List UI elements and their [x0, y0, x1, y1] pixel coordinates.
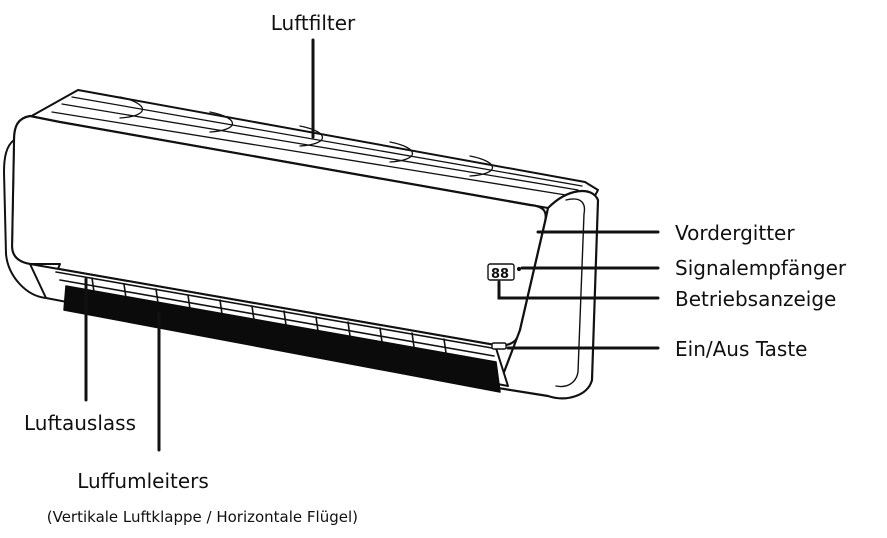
label-air-deflector-detail: (Vertikale Luftklappe / Horizontale Flüg… — [47, 508, 358, 526]
on-off-button-shape — [491, 342, 507, 350]
right-side-cap — [496, 189, 600, 400]
indoor-unit-illustration: 88 — [3, 89, 600, 400]
leader-lines — [84, 38, 660, 452]
label-front-grille: Vordergitter — [675, 221, 795, 245]
label-signal-receiver: Signalempfänger — [675, 256, 847, 280]
label-on-off-button: Ein/Aus Taste — [675, 337, 807, 361]
label-air-deflector: Luffumleiters — [77, 469, 209, 493]
display-window — [487, 263, 515, 281]
filter-mesh — [51, 96, 583, 197]
louvre-slats — [55, 271, 495, 357]
labels: Luftfilter Vordergitter Signalempfänger … — [24, 11, 847, 526]
label-operation-indicator: Betriebsanzeige — [675, 287, 836, 311]
leader-operation-indicator — [497, 280, 660, 300]
horizontal-flap — [63, 285, 501, 393]
display-digits: 88 — [491, 267, 509, 282]
signal-receiver-dot — [516, 266, 522, 272]
label-air-outlet: Luftauslass — [24, 411, 136, 435]
label-air-filter: Luftfilter — [271, 11, 356, 35]
